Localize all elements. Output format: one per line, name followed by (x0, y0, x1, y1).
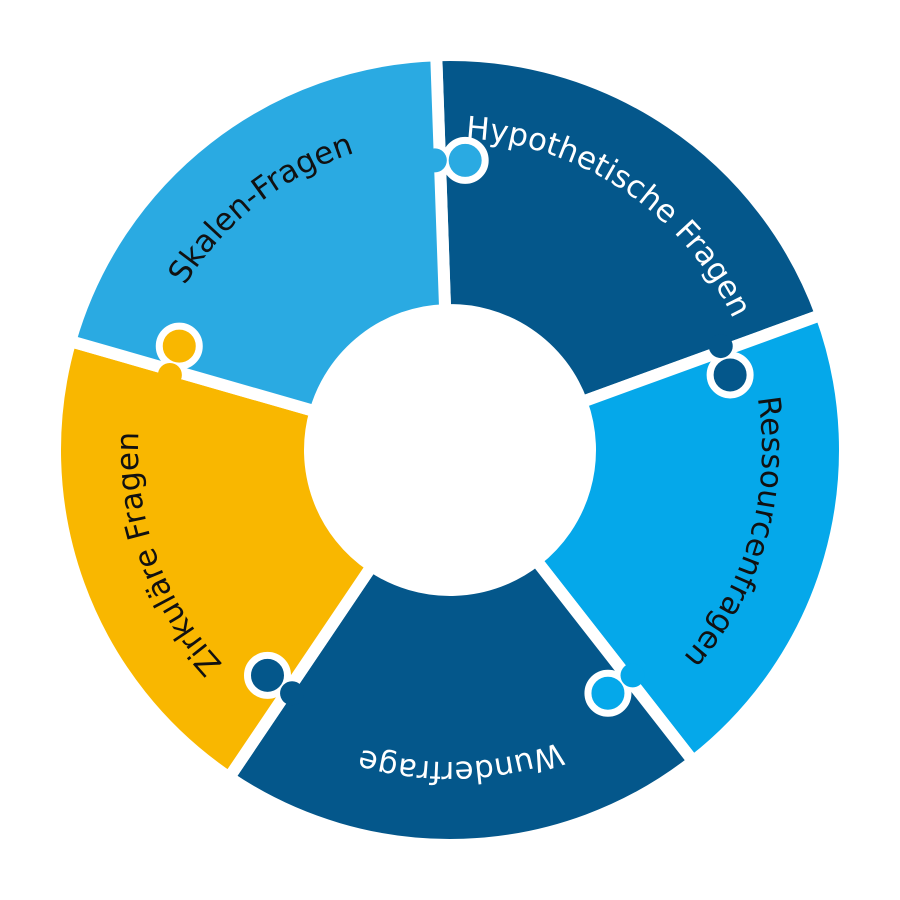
segment-zirkul-re-fragen (49, 335, 378, 784)
segment-wunderfrage (223, 554, 700, 851)
puzzle-knob-neck (422, 148, 447, 173)
puzzle-knob-neck (708, 334, 733, 359)
puzzle-knob (155, 322, 203, 370)
puzzle-knob (706, 351, 754, 399)
puzzle-knob-neck (620, 663, 645, 688)
puzzle-knob (584, 669, 632, 717)
puzzle-knob (243, 651, 291, 699)
segment-skalen-fragen (64, 49, 452, 418)
segment-hypothetische-fragen (430, 49, 828, 409)
puzzle-knob-neck (280, 681, 305, 706)
puzzle-knob-neck (157, 362, 182, 387)
